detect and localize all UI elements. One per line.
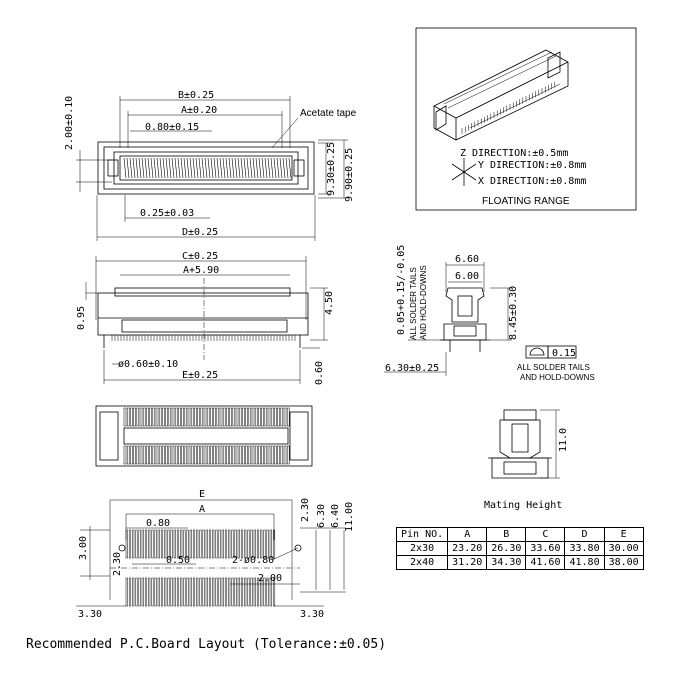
- note-left-1: ALL SOLDER TAILS: [409, 267, 418, 340]
- pcb-dim-3-30-right: 3.30: [300, 609, 324, 620]
- pcb-dim-0-50: 0.50: [166, 555, 190, 566]
- pcb-dim-3-00: 3.00: [78, 536, 89, 560]
- pcb-layout: E A 0.80 0.50 2-ø0.80 2.00 3.00 2.30 2.3…: [76, 489, 355, 620]
- dim-a590: A+5.90: [183, 265, 219, 276]
- iso-pins: [461, 81, 556, 134]
- dim-9-30: 9.30±0.25: [326, 142, 337, 196]
- header-cell: D: [564, 527, 605, 542]
- table-cell: 41.60: [525, 555, 566, 570]
- table-cell: 30.00: [603, 541, 644, 556]
- header-cell: B: [486, 527, 527, 542]
- pin-table: Pin NO. A B C D E 2x30 23.20 26.30 33.60…: [395, 527, 644, 570]
- note-flat-2: AND HOLD-DOWNS: [520, 373, 595, 382]
- table-cell: 33.80: [564, 541, 605, 556]
- x-direction: X DIRECTION:±0.8mm: [478, 176, 586, 187]
- dim-9-90: 9.90±0.25: [344, 148, 355, 202]
- table-cell: 26.30: [486, 541, 527, 556]
- header-cell: Pin NO.: [395, 527, 449, 542]
- pcb-dim-2-30v: 2.30: [112, 552, 123, 576]
- dim-6-60: 6.60: [455, 254, 479, 265]
- pcb-dim-0-80: 0.80: [146, 518, 170, 529]
- pcb-dim-2-00: 2.00: [258, 573, 282, 584]
- table-row: 2x30 23.20 26.30 33.60 33.80 30.00: [395, 541, 644, 556]
- dim-c: C±0.25: [182, 251, 218, 262]
- dim-b: B±0.25: [178, 90, 214, 101]
- acetate-tape-label: Acetate tape: [300, 108, 357, 119]
- note-left-2: AND HOLD-DOWNS: [419, 265, 428, 340]
- dim-4-50: 4.50: [324, 291, 335, 315]
- table-cell: 2x30: [395, 541, 449, 556]
- pin-view: [95, 405, 313, 467]
- floating-range-box: Z DIRECTION:±0.5mm Y DIRECTION:±0.8mm X …: [415, 27, 637, 211]
- dim-2-00: 2.00±0.10: [64, 96, 75, 150]
- pcb-dim-3-30-left: 3.30: [78, 609, 102, 620]
- header-cell: E: [603, 527, 644, 542]
- table-cell: 33.60: [525, 541, 566, 556]
- dim-0-05: 0.05+0.15/-0.05: [396, 245, 407, 335]
- dim-6-30: 6.30±0.25: [385, 363, 439, 374]
- dim-a: A±0.20: [181, 105, 217, 116]
- dim-pitch: 0.80±0.15: [145, 122, 199, 133]
- note-flat-1: ALL SOLDER TAILS: [517, 363, 590, 372]
- front-view: C±0.25 A+5.90 0.95 4.50 ø0.60±0.10 E±0.2…: [76, 251, 335, 385]
- footer-caption: Recommended P.C.Board Layout (Tolerance:…: [26, 637, 386, 652]
- table-cell: 34.30: [486, 555, 527, 570]
- dim-0-95: 0.95: [76, 306, 87, 330]
- flatness-value: 0.15: [552, 348, 576, 359]
- mating-height-view: 11.0 Mating Height: [484, 409, 569, 511]
- pcb-dim-2-30: 2.30: [300, 498, 311, 522]
- pcb-dim-11-00: 11.00: [344, 502, 355, 532]
- front-pins: [111, 335, 296, 341]
- pin-hatch-top: // placeholder, real drawing in main scr…: [123, 157, 292, 179]
- dim-6-00: 6.00: [455, 271, 479, 282]
- pcb-dim-a: A: [199, 504, 205, 515]
- y-direction: Y DIRECTION:±0.8mm: [478, 160, 586, 171]
- table-row: 2x40 31.20 34.30 41.60 41.80 38.00: [395, 555, 644, 570]
- pin-table-header: Pin NO. A B C D E: [395, 527, 644, 542]
- floating-range-caption: FLOATING RANGE: [482, 196, 570, 207]
- dim-hole: ø0.60±0.10: [118, 359, 178, 370]
- pcb-dim-holes: 2-ø0.80: [232, 555, 274, 566]
- table-cell: 2x40: [395, 555, 449, 570]
- top-view: B±0.25 A±0.20 0.80±0.15 Acetate tape 2.0…: [64, 90, 357, 241]
- dim-0-60: 0.60: [314, 361, 325, 385]
- dim-0-25: 0.25±0.03: [140, 208, 194, 219]
- pcb-dim-e: E: [199, 489, 205, 500]
- header-cell: C: [525, 527, 566, 542]
- dim-8-45: 8.45±0.30: [508, 286, 519, 340]
- header-cell: A: [447, 527, 488, 542]
- pin-rows: [123, 407, 290, 465]
- table-cell: 41.80: [564, 555, 605, 570]
- pcb-dim-6-30: 6.30: [316, 504, 327, 528]
- table-cell: 38.00: [603, 555, 644, 570]
- dim-e: E±0.25: [182, 370, 218, 381]
- pcb-dim-6-40: 6.40: [330, 504, 341, 528]
- pcb-pads: [125, 529, 276, 607]
- mating-height-value: 11.0: [558, 428, 569, 452]
- table-cell: 31.20: [447, 555, 488, 570]
- z-direction: Z DIRECTION:±0.5mm: [460, 148, 568, 159]
- table-cell: 23.20: [447, 541, 488, 556]
- dim-d: D±0.25: [182, 227, 218, 238]
- side-view: 6.60 6.00 0.05+0.15/-0.05 ALL SOLDER TAI…: [384, 245, 595, 382]
- mating-height-caption: Mating Height: [484, 500, 562, 511]
